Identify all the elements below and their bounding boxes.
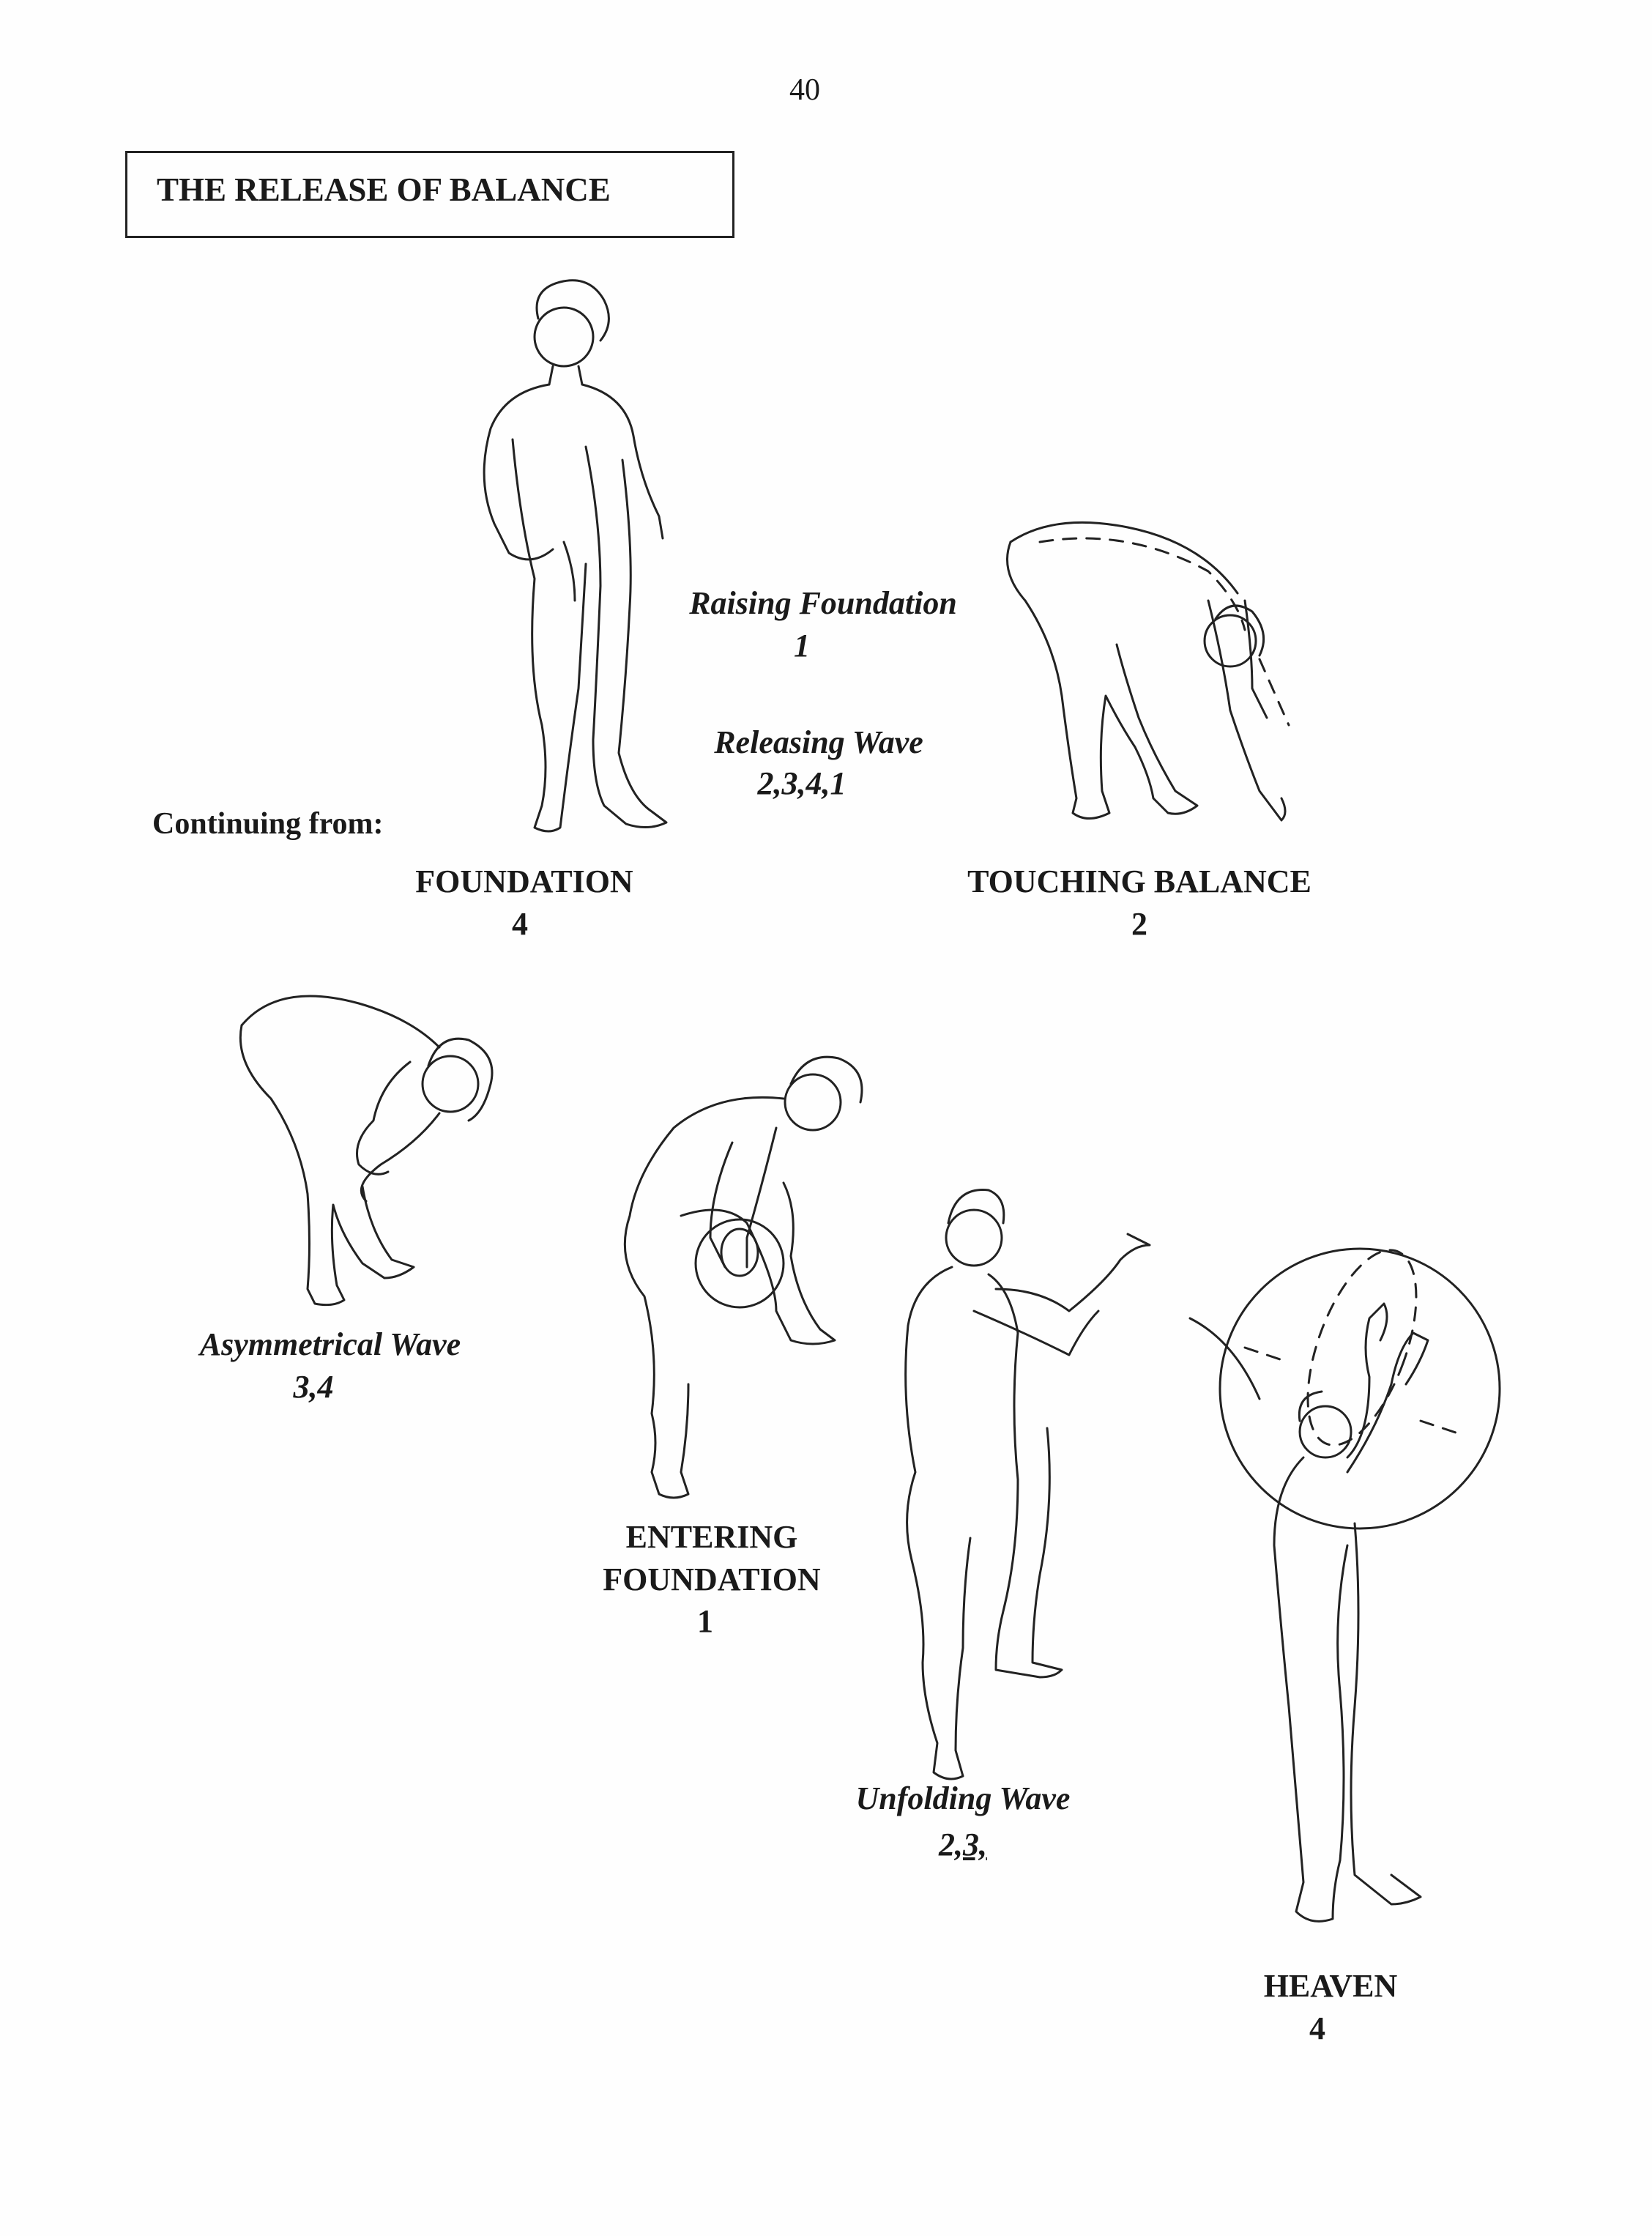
entering-foundation-label-line1: ENTERING [625,1519,798,1555]
page-title: THE RELEASE OF BALANCE [157,171,611,208]
raising-foundation-count: 1 [794,628,810,664]
touching-balance-count: 2 [1131,906,1147,942]
raising-foundation-label: Raising Foundation [689,585,957,621]
figure-foundation [483,279,668,833]
unfolding-wave-label: Unfolding Wave [855,1780,1071,1816]
unfolding-wave-count-underlined: 3, [963,1827,987,1862]
figure-heaven [1188,1247,1501,1923]
title-box: THE RELEASE OF BALANCE [125,151,734,238]
page-number: 40 [789,73,820,107]
foundation-label: FOUNDATION [415,863,633,899]
continuing-from-label: Continuing from: [152,807,384,841]
releasing-wave-count: 2,3,4,1 [757,765,847,801]
unfolding-wave-count: 2,3, [939,1829,987,1861]
heaven-label: HEAVEN [1263,1968,1398,2004]
figure-unfolding-wave [904,1189,1151,1780]
foundation-count: 4 [512,906,528,942]
entering-foundation-label-line2: FOUNDATION [603,1561,821,1597]
releasing-wave-label: Releasing Wave [714,724,923,760]
entering-foundation-count: 1 [697,1603,713,1639]
figure-touching-balance [1006,521,1290,822]
asymmetrical-wave-label: Asymmetrical Wave [199,1326,461,1362]
figure-asymmetrical-wave [239,995,494,1307]
figure-entering-foundation [623,1055,863,1499]
heaven-count: 4 [1309,2010,1325,2046]
unfolding-wave-count-plain: 2, [939,1827,963,1862]
asymmetrical-wave-count: 3,4 [293,1369,334,1405]
touching-balance-label: TOUCHING BALANCE [967,863,1311,899]
